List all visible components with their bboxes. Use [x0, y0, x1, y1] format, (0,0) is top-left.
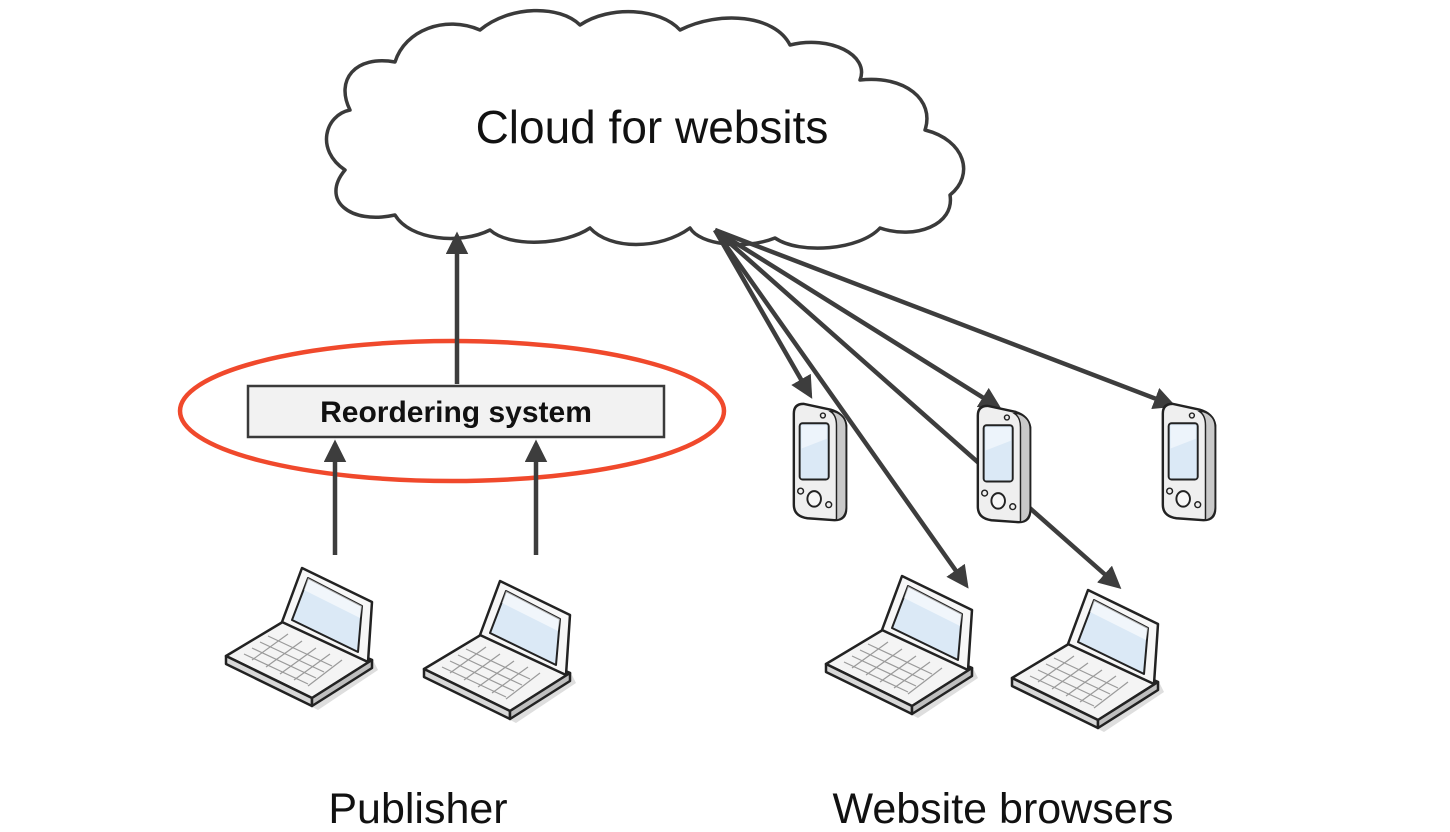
reordering-system-group: Reordering system [177, 338, 727, 484]
laptop-icon [1010, 588, 1166, 734]
reordering-system-box [246, 384, 666, 439]
arrow-cloud-to-laptop4 [713, 228, 1122, 589]
laptop-icon [824, 574, 980, 720]
browser-laptops [824, 574, 1166, 734]
highlight-ellipse [177, 338, 727, 484]
arrows [323, 227, 1177, 589]
arrow-cloud-to-laptop3 [713, 228, 969, 589]
cloud: Cloud for websits [324, 8, 966, 250]
arrow-cloud-to-phone3 [714, 227, 1177, 410]
browser-phones [792, 402, 1217, 524]
cloud-label: Cloud for websits [476, 101, 829, 153]
mobile-phone-icon [792, 402, 848, 522]
website-browsers-label: Website browsers [833, 785, 1174, 832]
laptop-icon [224, 566, 380, 712]
arrow-cloud-to-phone1 [713, 228, 813, 399]
mobile-phone-icon [1161, 402, 1217, 522]
reordering-system-label: Reordering system [320, 396, 592, 429]
mobile-phone-icon [976, 404, 1032, 524]
cloud-shape [324, 8, 966, 250]
publisher-label: Publisher [328, 785, 507, 832]
arrow-cloud-to-phone2 [713, 228, 1002, 410]
publisher-devices [224, 566, 578, 725]
laptop-icon [422, 579, 578, 725]
